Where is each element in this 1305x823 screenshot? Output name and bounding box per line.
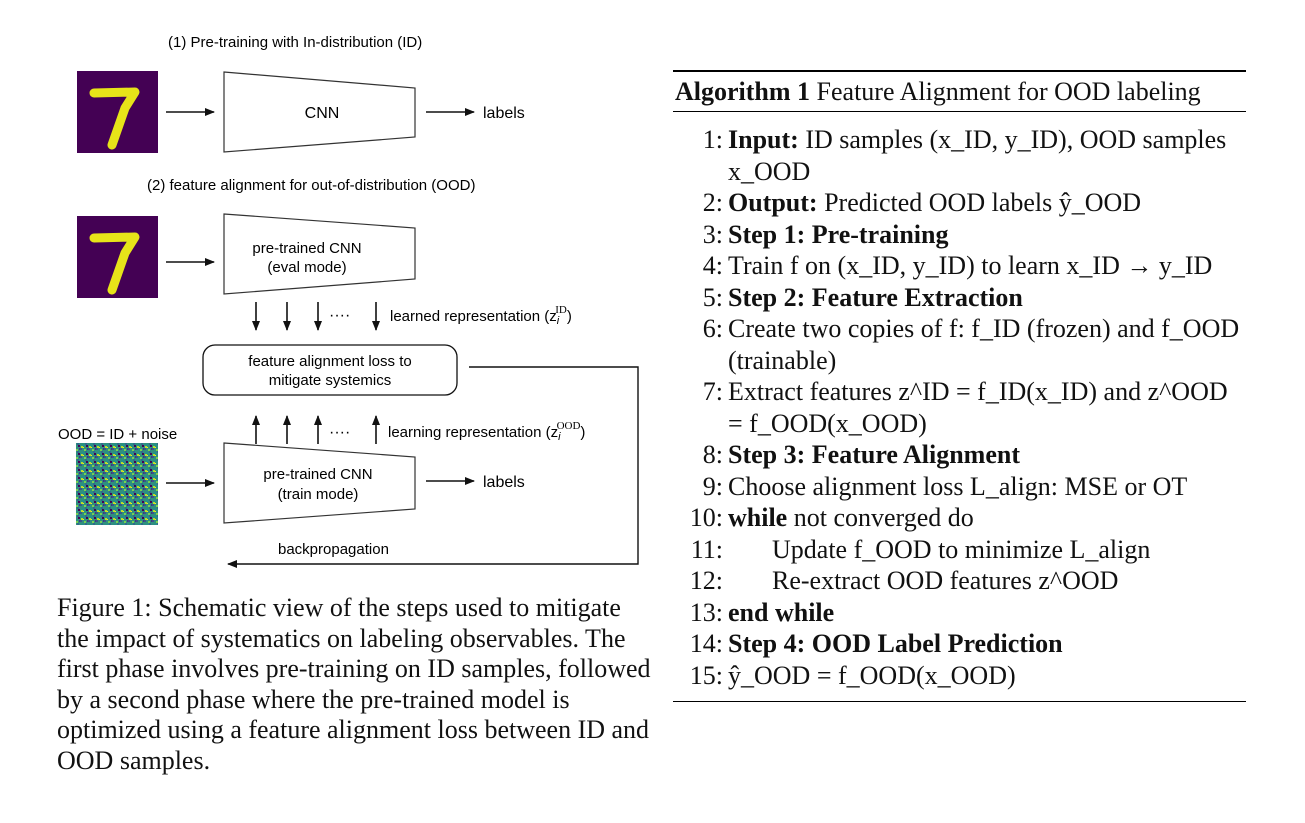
algo-line: 1:Input: ID samples (x_ID, y_ID), OOD sa…: [673, 124, 1246, 187]
algo-line-number: 9:: [673, 471, 728, 503]
algo-line-text: Choose alignment loss L_align: MSE or OT: [728, 471, 1246, 503]
algo-line-body: Create two copies of f: f_ID (frozen) an…: [728, 314, 1239, 375]
algo-line-text: Input: ID samples (x_ID, y_ID), OOD samp…: [728, 124, 1246, 187]
algo-line-keyword: Input:: [728, 125, 799, 154]
algo-line-text: Output: Predicted OOD labels ŷ_OOD: [728, 187, 1246, 219]
algo-line-number: 5:: [673, 282, 728, 314]
algo-line-number: 6:: [673, 313, 728, 376]
pretrained-cnn-train-block: [224, 443, 415, 523]
algo-line: 10:while not converged do: [673, 502, 1246, 534]
figure-caption: Figure 1: Schematic view of the steps us…: [57, 593, 657, 776]
algo-line: 6:Create two copies of f: f_ID (frozen) …: [673, 313, 1246, 376]
algo-line: 4:Train f on (x_ID, y_ID) to learn x_ID …: [673, 250, 1246, 282]
loss-line2: mitigate systemics: [269, 372, 392, 389]
digit-image-2: [77, 216, 158, 298]
cnn-label: CNN: [305, 105, 340, 122]
algo-line-number: 15:: [673, 660, 728, 692]
pretrained-train-line2: (train mode): [278, 486, 359, 503]
algo-line-body: Re-extract OOD features z^OOD: [772, 566, 1118, 595]
down-arrows: [256, 302, 376, 330]
algo-line-keyword: Step 3: Feature Alignment: [728, 440, 1020, 469]
algo-line: 9:Choose alignment loss L_align: MSE or …: [673, 471, 1246, 503]
learned-rep-label: learned representation (ziID): [390, 304, 572, 327]
dots-up: ····: [329, 424, 350, 441]
algo-line-text: Extract features z^ID = f_ID(x_ID) and z…: [728, 376, 1246, 439]
phase1-label: (1) Pre-training with In-distribution (I…: [168, 34, 422, 51]
algo-line: 14:Step 4: OOD Label Prediction: [673, 628, 1246, 660]
algo-line-text: Create two copies of f: f_ID (frozen) an…: [728, 313, 1246, 376]
algo-line-number: 12:: [673, 565, 728, 597]
algo-line: 13:end while: [673, 597, 1246, 629]
algo-line-number: 7:: [673, 376, 728, 439]
algo-line: 5:Step 2: Feature Extraction: [673, 282, 1246, 314]
algo-line: 11: Update f_OOD to minimize L_align: [673, 534, 1246, 566]
algo-line-body: not converged do: [794, 503, 974, 532]
up-arrows: [256, 416, 376, 444]
schematic-diagram: (1) Pre-training with In-distribution (I…: [0, 0, 660, 585]
algo-line-body: Update f_OOD to minimize L_align: [772, 535, 1150, 564]
digit-image-1: [77, 71, 158, 153]
algo-line-keyword: end while: [728, 598, 834, 627]
algo-line-number: 2:: [673, 187, 728, 219]
noisy-digit-image: [76, 443, 158, 525]
loss-line1: feature alignment loss to: [248, 353, 411, 370]
algo-lines: 1:Input: ID samples (x_ID, y_ID), OOD sa…: [673, 112, 1246, 701]
dots-down: ····: [329, 307, 350, 324]
algo-line-body: Predicted OOD labels ŷ_OOD: [824, 188, 1141, 217]
algo-line-text: end while: [728, 597, 1246, 629]
algo-line: 12: Re-extract OOD features z^OOD: [673, 565, 1246, 597]
algo-line-number: 14:: [673, 628, 728, 660]
algo-line-text: ŷ_OOD = f_OOD(x_OOD): [728, 660, 1246, 692]
algo-line-keyword: while: [728, 503, 787, 532]
algo-line: 2:Output: Predicted OOD labels ŷ_OOD: [673, 187, 1246, 219]
algo-line-keyword: Output:: [728, 188, 818, 217]
algo-line-number: 3:: [673, 219, 728, 251]
algo-line-body: Extract features z^ID = f_ID(x_ID) and z…: [728, 377, 1228, 438]
algo-line-text: Step 3: Feature Alignment: [728, 439, 1246, 471]
algo-line-text: while not converged do: [728, 502, 1246, 534]
algo-title: Algorithm 1 Feature Alignment for OOD la…: [673, 72, 1246, 111]
algo-line-body: ID samples (x_ID, y_ID), OOD samples x_O…: [728, 125, 1226, 186]
algo-line-body: ŷ_OOD = f_OOD(x_OOD): [728, 661, 1016, 690]
algorithm-block: Algorithm 1 Feature Alignment for OOD la…: [673, 70, 1246, 702]
pretrained-eval-line1: pre-trained CNN: [252, 240, 361, 257]
algo-line: 15:ŷ_OOD = f_OOD(x_OOD): [673, 660, 1246, 692]
algo-bottom-rule: [673, 701, 1246, 702]
algo-line-keyword: Step 1: Pre-training: [728, 220, 949, 249]
algo-line-text: Step 2: Feature Extraction: [728, 282, 1246, 314]
algo-line-text: Train f on (x_ID, y_ID) to learn x_ID → …: [728, 250, 1246, 282]
algo-line-text: Re-extract OOD features z^OOD: [728, 565, 1246, 597]
algo-line: 7:Extract features z^ID = f_ID(x_ID) and…: [673, 376, 1246, 439]
algo-line-number: 1:: [673, 124, 728, 187]
algo-line-text: Step 4: OOD Label Prediction: [728, 628, 1246, 660]
algo-line-number: 8:: [673, 439, 728, 471]
phase2-label: (2) feature alignment for out-of-distrib…: [147, 177, 475, 194]
algo-line-number: 11:: [673, 534, 728, 566]
algo-line: 3:Step 1: Pre-training: [673, 219, 1246, 251]
algo-line-keyword: Step 2: Feature Extraction: [728, 283, 1023, 312]
algo-line-text: Update f_OOD to minimize L_align: [728, 534, 1246, 566]
algo-line: 8:Step 3: Feature Alignment: [673, 439, 1246, 471]
labels-text-2: labels: [483, 474, 525, 491]
ood-equation: OOD = ID + noise: [58, 426, 177, 443]
learning-rep-label: learning representation (ziOOD): [388, 420, 585, 443]
algo-line-number: 10:: [673, 502, 728, 534]
algo-line-text: Step 1: Pre-training: [728, 219, 1246, 251]
algo-line-number: 13:: [673, 597, 728, 629]
algo-line-number: 4:: [673, 250, 728, 282]
labels-text-1: labels: [483, 105, 525, 122]
algo-line-body: Train f on (x_ID, y_ID) to learn x_ID → …: [728, 251, 1212, 280]
pretrained-eval-line2: (eval mode): [267, 259, 346, 276]
backprop-label: backpropagation: [278, 541, 389, 558]
algo-line-body: Choose alignment loss L_align: MSE or OT: [728, 472, 1187, 501]
pretrained-train-line1: pre-trained CNN: [263, 466, 372, 483]
algo-line-keyword: Step 4: OOD Label Prediction: [728, 629, 1063, 658]
